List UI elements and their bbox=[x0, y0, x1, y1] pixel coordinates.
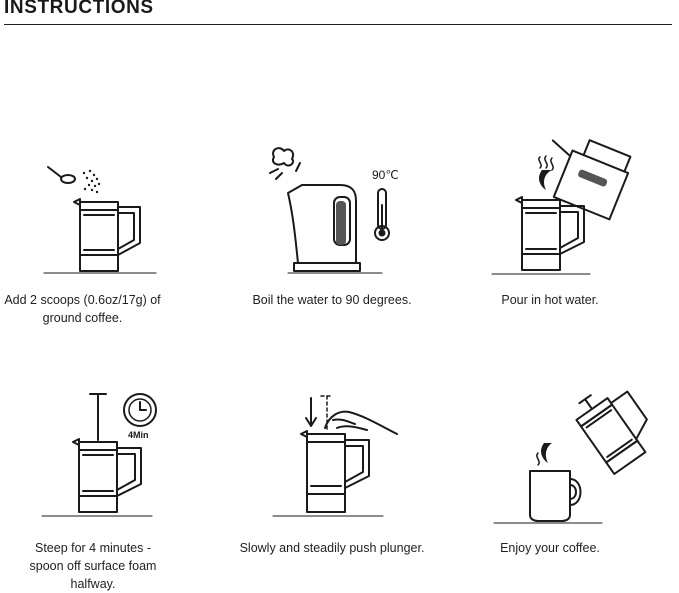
scoop-press-icon bbox=[43, 166, 157, 274]
step-2-caption: Boil the water to 90 degrees. bbox=[252, 293, 412, 307]
step-5-caption: Slowly and steadily push plunger. bbox=[239, 541, 425, 555]
step-1 bbox=[40, 155, 160, 280]
step-2: 90℃ bbox=[260, 145, 410, 280]
step-4: 4Min bbox=[41, 390, 180, 525]
push-plunger-icon bbox=[272, 395, 398, 517]
step-4-caption: Steep for 4 minutes - spoon off surface … bbox=[29, 541, 157, 591]
step-3-caption: Pour in hot water. bbox=[501, 293, 599, 307]
step-1-caption: Add 2 scoops (0.6oz/17g) of ground coffe… bbox=[4, 293, 161, 325]
pour-kettle-press-icon bbox=[491, 139, 632, 275]
step-6-caption: Enjoy your coffee. bbox=[500, 541, 600, 555]
step-3 bbox=[490, 112, 670, 282]
title-divider bbox=[4, 24, 672, 25]
step-5 bbox=[272, 390, 405, 525]
pour-mug-icon bbox=[493, 390, 648, 524]
step-6 bbox=[490, 385, 670, 525]
temperature-label: 90℃ bbox=[372, 168, 399, 182]
timer-label: 4Min bbox=[128, 430, 149, 440]
kettle-thermometer-icon: 90℃ bbox=[269, 147, 399, 274]
page-title: INSTRUCTIONS bbox=[4, 0, 154, 18]
steep-timer-icon: 4Min bbox=[41, 393, 157, 517]
